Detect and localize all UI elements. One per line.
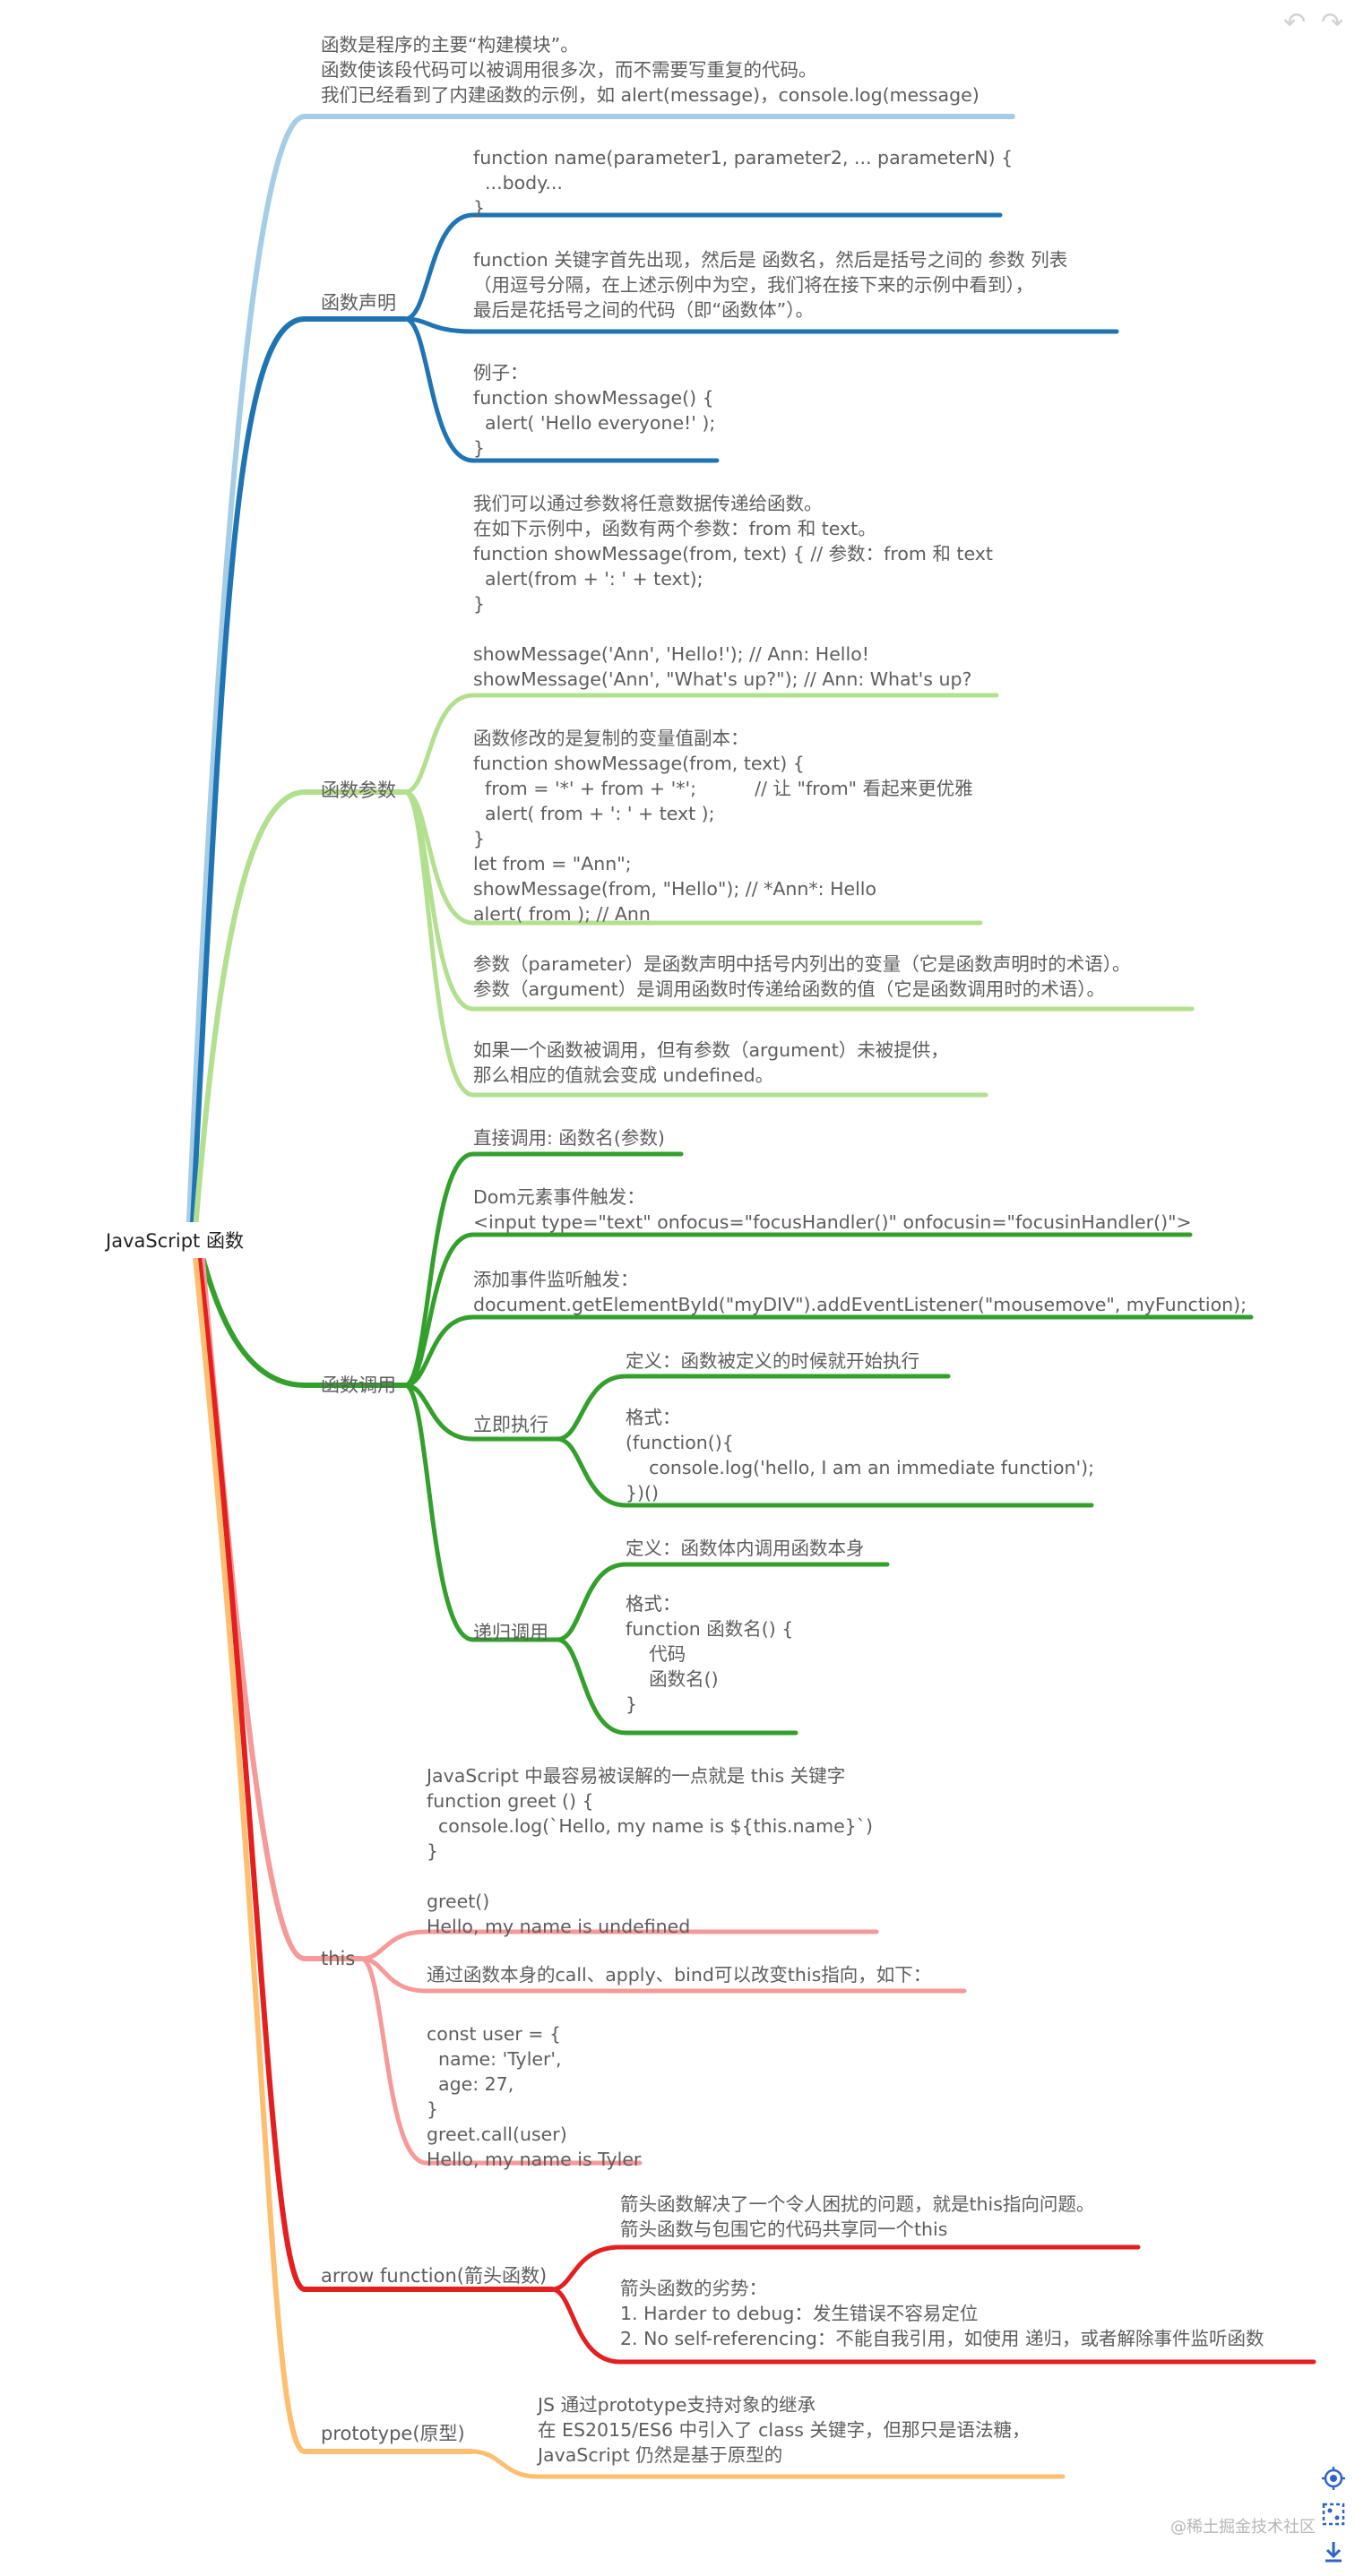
connector-arrow-note-1 <box>549 2244 1141 2292</box>
prototype-note-1: JS 通过prototype支持对象的继承 在 ES2015/ES6 中引入了 … <box>538 2394 1031 2466</box>
recursion-note-1: 定义：函数体内调用函数本身 <box>626 1538 865 1559</box>
declaration-children <box>402 212 1119 463</box>
connector-params-note-4 <box>402 789 988 1098</box>
connector-decl-note-1 <box>402 212 1003 322</box>
branch-params[interactable]: 函数参数 <box>321 780 396 801</box>
declaration-note-1: function name(parameter1, parameter2, ..… <box>473 147 1014 219</box>
immediate-note-1: 定义：函数被定义的时候就开始执行 <box>626 1350 919 1372</box>
branch-arrow[interactable]: arrow function(箭头函数) <box>321 2265 548 2287</box>
connector-decl-note-3 <box>402 316 720 463</box>
layout-icon[interactable] <box>1321 2502 1346 2527</box>
arrow-note-2: 箭头函数的劣势： 1. Harder to debug：发生错误不容易定位 2.… <box>620 2278 1264 2349</box>
connector-invocation <box>195 1237 408 1388</box>
invocation-note-1: 直接调用: 函数名(参数) <box>473 1127 665 1149</box>
branch-invocation[interactable]: 函数调用 <box>321 1374 396 1396</box>
connector-decl-note-2 <box>402 316 1119 334</box>
this-children <box>358 1929 967 2166</box>
sub-immediate[interactable]: 立即执行 <box>473 1414 548 1435</box>
params-note-4: 如果一个函数被调用，但有参数（argument）未被提供， 那么相应的值就会变成… <box>473 1039 949 1086</box>
connector-arrow-note-2 <box>549 2287 1316 2365</box>
invocation-note-2: Dom元素事件触发： <input type="text" onfocus="f… <box>473 1186 1192 1233</box>
connector-invoc-note-2 <box>402 1232 1193 1388</box>
intro-note: 函数是程序的主要“构建模块”。 函数使该段代码可以被调用很多次，而不需要写重复的… <box>321 34 980 106</box>
arrow-children <box>549 2244 1316 2365</box>
declaration-note-3: 例子： function showMessage() { alert( 'Hel… <box>473 362 716 459</box>
connector-this-note-3 <box>358 1956 643 2166</box>
branch-this[interactable]: this <box>321 1948 356 1969</box>
this-note-2: 通过函数本身的call、apply、bind可以改变this指向，如下： <box>427 1964 932 1986</box>
connector-intro <box>186 114 1015 1243</box>
connector-proto-note-1 <box>469 2449 1066 2479</box>
connector-params-note-1 <box>402 693 999 795</box>
root-node[interactable]: JavaScript 函数 <box>95 1222 255 1258</box>
this-note-3: const user = { name: 'Tyler', age: 27, }… <box>427 2023 642 2170</box>
connector-immediate-note-2 <box>555 1436 1094 1508</box>
params-note-3: 参数（parameter）是函数声明中括号内列出的变量（它是函数声明时的术语）。… <box>473 953 1131 1000</box>
undo-icon[interactable]: ↶ <box>1283 7 1307 39</box>
params-note-1: 我们可以通过参数将任意数据传递给函数。 在如下示例中，函数有两个参数：from … <box>473 493 993 690</box>
prototype-children <box>469 2449 1066 2479</box>
watermark: @稀土掘金技术社区 <box>1170 2518 1316 2537</box>
connector-recursion-note-2 <box>555 1637 798 1736</box>
params-note-2: 函数修改的是复制的变量值副本： function showMessage(fro… <box>473 728 973 925</box>
connector-invoc-sub-2 <box>402 1383 560 1642</box>
download-icon[interactable] <box>1321 2539 1346 2564</box>
connector-declaration <box>189 316 408 1243</box>
locate-icon[interactable] <box>1321 2466 1346 2491</box>
connector-invoc-sub-1 <box>402 1383 560 1442</box>
connector-recursion-note-1 <box>555 1562 890 1642</box>
connector-invoc-note-3 <box>402 1314 1254 1388</box>
connector-this-note-1 <box>358 1929 879 1961</box>
invocation-children <box>402 1151 1254 1736</box>
sub-recursion[interactable]: 递归调用 <box>473 1622 548 1643</box>
connector-arrow <box>194 1237 555 2292</box>
recursion-note-2: 格式： function 函数名() { 代码 函数名() } <box>626 1593 794 1715</box>
invocation-note-3: 添加事件监听触发： document.getElementById("myDIV… <box>473 1269 1247 1315</box>
root-label: JavaScript 函数 <box>106 1230 244 1252</box>
branch-declaration[interactable]: 函数声明 <box>321 292 396 314</box>
params-children <box>402 693 1195 1098</box>
connector-this-note-2 <box>358 1956 967 1994</box>
connector-prototype <box>191 1237 474 2454</box>
this-note-1: JavaScript 中最容易被误解的一点就是 this 关键字 functio… <box>427 1765 873 1937</box>
immediate-note-2: 格式： (function(){ console.log('hello, I a… <box>626 1407 1095 1503</box>
arrow-note-1: 箭头函数解决了一个令人困扰的问题，就是this指向问题。 箭头函数与包围它的代码… <box>620 2193 1095 2240</box>
connector-immediate-note-1 <box>555 1374 951 1442</box>
declaration-note-2: function 关键字首先出现，然后是 函数名，然后是括号之间的 参数 列表 … <box>473 249 1068 321</box>
redo-icon[interactable]: ↷ <box>1321 7 1344 39</box>
connector-params <box>192 789 408 1243</box>
branch-prototype[interactable]: prototype(原型) <box>321 2423 465 2444</box>
